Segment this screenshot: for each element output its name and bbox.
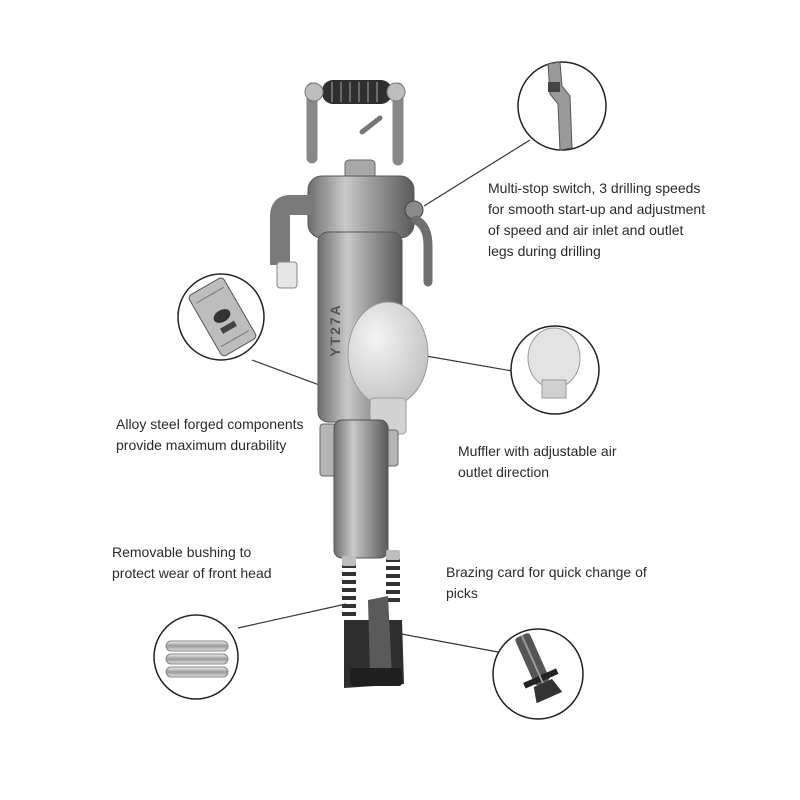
rock-drill: YT27A	[270, 80, 433, 688]
bushing-part-icon	[165, 640, 229, 652]
muffler-callout-line: outlet direction	[458, 464, 550, 480]
throttle-lever	[359, 115, 383, 135]
muffler	[347, 301, 429, 407]
bushing-callout-line: Removable bushing to	[112, 544, 252, 560]
brazing-callout-line: picks	[446, 585, 478, 601]
switch-callout: Multi-stop switch, 3 drilling speeds for…	[488, 178, 710, 262]
body-marking: YT27A	[327, 303, 343, 357]
brazing-detail-circle	[492, 628, 584, 720]
brazing-callout-line: Brazing card for quick change of	[446, 564, 647, 580]
switch-callout-line: Multi-stop switch, 3 drilling speeds	[488, 180, 701, 196]
leader-switch	[423, 139, 531, 207]
forged-callout-line: provide maximum durability	[116, 437, 287, 453]
air-inlet-elbow	[270, 195, 312, 265]
front-head	[333, 419, 389, 559]
head-housing	[307, 175, 415, 239]
brazing-callout: Brazing card for quick change of picks	[446, 562, 647, 604]
forged-callout-line: Alloy steel forged components	[116, 416, 304, 432]
switch-callout-line: of speed and air inlet and outlet	[488, 222, 684, 238]
bushing-callout: Removable bushing to protect wear of fro…	[112, 542, 272, 584]
forged-detail-circle	[177, 273, 265, 361]
switch-callout-line: for smooth start-up and adjustment	[488, 201, 706, 217]
muffler-callout: Muffler with adjustable air outlet direc…	[458, 441, 616, 483]
leader-muffler	[425, 355, 519, 373]
forged-callout: Alloy steel forged components provide ma…	[116, 414, 304, 456]
muffler-detail-circle	[510, 325, 600, 415]
leader-bushing	[237, 603, 347, 629]
switch-leg	[411, 215, 433, 287]
switch-callout-line: legs during drilling	[488, 243, 601, 259]
muffler-callout-line: Muffler with adjustable air	[458, 443, 617, 459]
bushing-callout-line: protect wear of front head	[112, 565, 272, 581]
switch-detail-circle	[517, 61, 607, 151]
bushing-detail-circle	[153, 614, 239, 700]
muffler-part-icon	[527, 327, 581, 389]
handle-grip	[322, 80, 392, 104]
leader-forged	[251, 359, 323, 387]
